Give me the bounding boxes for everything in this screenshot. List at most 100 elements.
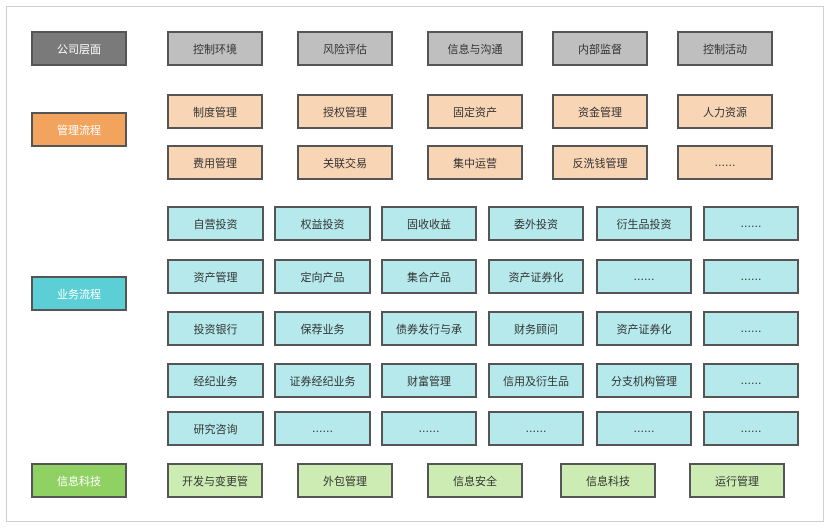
process-box-it: 开发与变更管 [167,463,263,498]
category-mgmt-label: 管理流程 [57,123,101,137]
process-box-mgmt: 资金管理 [552,94,648,129]
process-box-it-label: 信息科技 [586,474,630,488]
process-box-biz-label: 证券经纪业务 [289,374,356,388]
process-box-mgmt-label: 反洗钱管理 [572,156,628,170]
process-box-biz: 资产证券化 [596,311,692,346]
process-box-biz-label: 财务顾问 [514,322,558,336]
process-box-company-label: 内部监督 [578,42,622,56]
process-box-biz-label: 资产证券化 [616,322,672,336]
process-box-biz: 权益投资 [274,206,371,241]
process-box-it-label: 运行管理 [715,474,759,488]
process-box-biz: ...... [703,363,799,398]
process-box-biz-label: 研究咨询 [193,422,238,436]
process-box-biz: 债券发行与承 [381,311,477,346]
process-box-it: 信息科技 [560,463,656,498]
process-box-mgmt-label: ...... [714,156,736,169]
process-box-biz: ...... [703,411,799,446]
process-box-it-label: 开发与变更管 [182,474,248,488]
process-box-mgmt: 固定资产 [427,94,523,129]
process-box-biz: 财务顾问 [488,311,584,346]
process-box-biz: ...... [488,411,584,446]
process-box-biz-label: 保荐业务 [300,322,345,336]
process-box-biz: 衍生品投资 [596,206,692,241]
process-box-biz-label: 债券发行与承 [396,322,462,336]
process-box-biz-label: 定向产品 [300,270,345,284]
process-box-biz-label: 资产管理 [193,270,238,284]
process-box-biz: 投资银行 [167,311,264,346]
process-box-company-label: 信息与沟通 [447,42,503,56]
category-it: 信息科技 [31,463,127,498]
process-box-biz: ...... [381,411,477,446]
process-box-it: 信息安全 [427,463,523,498]
process-box-it: 运行管理 [689,463,785,498]
category-biz-label: 业务流程 [57,287,101,301]
process-box-mgmt-label: 资金管理 [578,105,622,119]
process-box-mgmt-label: 授权管理 [323,105,367,119]
process-box-biz-label: 集合产品 [407,270,451,284]
process-box-company: 风险评估 [297,31,393,66]
process-box-biz: 保荐业务 [274,311,371,346]
process-box-biz-label: ...... [740,217,762,230]
process-box-biz: 定向产品 [274,259,371,294]
process-box-biz: 资产证券化 [488,259,584,294]
process-box-mgmt: 关联交易 [297,145,393,180]
process-box-mgmt: 反洗钱管理 [552,145,648,180]
category-mgmt: 管理流程 [31,112,127,147]
process-box-biz: 证券经纪业务 [274,363,371,398]
process-box-company: 控制环境 [167,31,263,66]
process-box-mgmt-label: 关联交易 [323,156,367,170]
process-box-mgmt: 人力资源 [677,94,773,129]
process-box-company-label: 控制活动 [703,42,747,56]
process-box-biz: 集合产品 [381,259,477,294]
process-box-mgmt: 集中运营 [427,145,523,180]
process-box-biz-label: 权益投资 [300,217,345,231]
process-box-biz: ...... [274,411,371,446]
process-box-mgmt: 制度管理 [167,94,263,129]
process-box-it-label: 外包管理 [323,474,367,488]
category-company: 公司层面 [31,31,127,66]
process-box-company-label: 控制环境 [193,42,237,56]
process-box-biz: 分支机构管理 [596,363,692,398]
process-box-mgmt: ...... [677,145,773,180]
process-box-biz: ...... [703,206,799,241]
category-biz: 业务流程 [31,276,127,311]
process-box-biz-label: 投资银行 [193,322,238,336]
process-box-company: 信息与沟通 [427,31,523,66]
process-box-mgmt: 授权管理 [297,94,393,129]
process-box-biz: ...... [596,259,692,294]
process-box-biz: ...... [703,259,799,294]
process-box-biz-label: 经纪业务 [193,374,238,388]
process-box-biz: 资产管理 [167,259,264,294]
process-box-biz-label: 财富管理 [407,374,451,388]
process-box-biz: 研究咨询 [167,411,264,446]
process-box-biz-label: ...... [740,322,762,335]
process-box-mgmt-label: 费用管理 [193,156,237,170]
process-box-biz-label: 自营投资 [193,217,238,231]
process-box-biz-label: ...... [740,374,762,387]
process-box-company: 控制活动 [677,31,773,66]
process-box-mgmt-label: 固定资产 [453,105,497,119]
process-box-biz-label: ...... [740,422,762,435]
process-box-biz-label: ...... [418,422,440,435]
process-box-mgmt-label: 集中运营 [453,156,497,170]
process-box-mgmt-label: 人力资源 [703,105,747,119]
process-box-it-label: 信息安全 [453,474,497,488]
process-box-biz-label: ...... [633,270,655,283]
category-it-label: 信息科技 [57,474,101,488]
process-box-biz: ...... [703,311,799,346]
process-box-biz-label: 委外投资 [514,217,558,231]
process-box-biz-label: 分支机构管理 [611,374,677,388]
category-company-label: 公司层面 [57,42,101,56]
process-box-biz: 委外投资 [488,206,584,241]
process-box-biz-label: ...... [740,270,762,283]
process-box-it: 外包管理 [297,463,393,498]
process-box-biz: 信用及衍生品 [488,363,584,398]
process-box-biz: ...... [596,411,692,446]
process-box-biz-label: 固收收益 [407,217,451,231]
process-box-biz: 自营投资 [167,206,264,241]
process-box-biz-label: ...... [633,422,655,435]
process-box-biz: 固收收益 [381,206,477,241]
process-box-biz-label: 资产证券化 [508,270,564,284]
process-box-biz-label: ...... [312,422,333,435]
process-box-biz-label: 信用及衍生品 [503,374,569,388]
